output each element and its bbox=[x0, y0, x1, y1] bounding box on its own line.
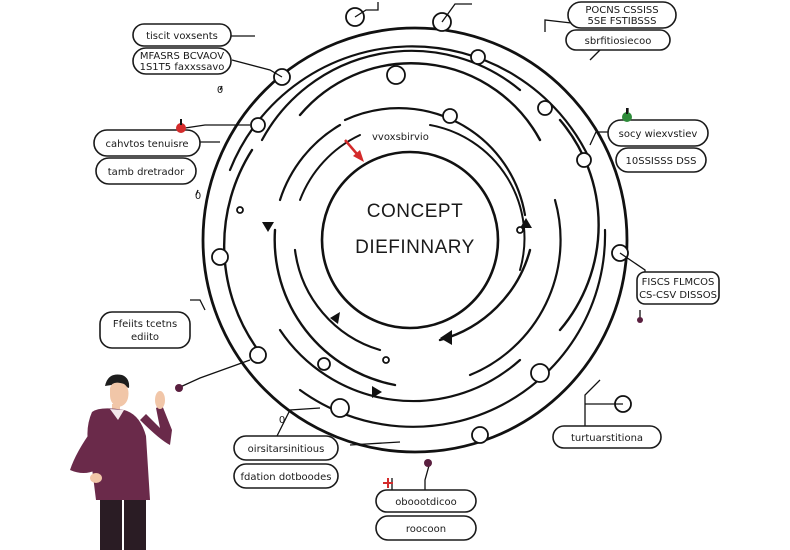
pill-tl1[interactable] bbox=[132, 23, 232, 47]
node[interactable] bbox=[317, 357, 331, 371]
ring-arc-13 bbox=[293, 248, 382, 352]
pill-label: tiscit voxsents bbox=[146, 31, 218, 42]
arrow-head bbox=[440, 330, 452, 345]
label-pills: tiscit voxsents MFASRS BCVAOV 1S1T5 faxx… bbox=[93, 1, 720, 541]
ring-arc-10 bbox=[278, 123, 342, 202]
pill-label: sbrfitiosiecoo bbox=[585, 36, 652, 47]
pill-label: roocoon bbox=[406, 524, 446, 535]
ring-arc-4 bbox=[260, 49, 522, 142]
node[interactable] bbox=[530, 363, 550, 383]
pill-tl2[interactable] bbox=[132, 47, 232, 75]
pill-l2[interactable] bbox=[95, 157, 197, 185]
arrow-label: vvoxsbirvio bbox=[372, 132, 429, 143]
concentric-rings bbox=[201, 26, 629, 454]
pill-label: ediito bbox=[131, 332, 159, 343]
node[interactable] bbox=[471, 426, 489, 444]
pill-r2[interactable] bbox=[615, 147, 707, 173]
pill-br1[interactable] bbox=[552, 425, 662, 449]
arrow-head bbox=[520, 218, 532, 228]
node bbox=[516, 226, 524, 234]
node[interactable] bbox=[576, 152, 592, 168]
node bbox=[382, 356, 390, 364]
ring-arc-7 bbox=[298, 62, 542, 142]
pill-label: oboootdicoo bbox=[395, 497, 457, 508]
ring-outer bbox=[201, 26, 629, 454]
concept-title-line2: DIEFINNARY bbox=[355, 237, 475, 258]
node[interactable] bbox=[330, 398, 350, 418]
ring-arc-9 bbox=[273, 228, 397, 387]
node[interactable] bbox=[442, 108, 458, 124]
pill-tr2[interactable] bbox=[565, 29, 671, 51]
ring-arc-2 bbox=[298, 228, 607, 428]
node[interactable] bbox=[211, 248, 229, 266]
pill-ml1[interactable] bbox=[99, 311, 191, 349]
pill-label: tamb dretrador bbox=[108, 167, 185, 178]
pill-label: 5SE FSTIBSSS bbox=[588, 16, 657, 27]
node[interactable] bbox=[537, 100, 553, 116]
node bbox=[236, 206, 244, 214]
node[interactable] bbox=[249, 346, 267, 364]
pill-label: oirsitarsinitious bbox=[248, 444, 325, 455]
pill-label: cahvtos tenuisre bbox=[105, 139, 188, 150]
red-cross-icon bbox=[383, 478, 393, 488]
pill-label: socy wiexvstiev bbox=[619, 129, 698, 140]
pill-tr1[interactable] bbox=[567, 1, 677, 29]
pill-label: 10SSISSS DSS bbox=[626, 156, 697, 167]
pill-r3[interactable] bbox=[636, 271, 720, 305]
small-mark: 0 bbox=[279, 415, 285, 426]
small-mark: 0 bbox=[195, 191, 201, 202]
pill-bl1[interactable] bbox=[233, 435, 339, 461]
ring-center bbox=[320, 150, 500, 330]
arrow-head bbox=[330, 312, 340, 324]
ring-arc-14 bbox=[299, 134, 361, 201]
pill-label: Ffeiits tcetns bbox=[113, 319, 177, 330]
concept-title-line1: CONCEPT bbox=[367, 201, 463, 222]
pill-l1[interactable] bbox=[93, 129, 201, 157]
small-mark: 0 bbox=[217, 85, 223, 96]
pill-label: turtuarstitiona bbox=[571, 433, 643, 444]
pill-r1[interactable] bbox=[607, 119, 709, 147]
node[interactable] bbox=[470, 49, 486, 65]
pill-label: POCNS CSSISS bbox=[585, 5, 658, 16]
pill-label: fdation dotboodes bbox=[240, 472, 331, 483]
green-pin-icon bbox=[622, 108, 632, 122]
arrow-head bbox=[262, 222, 274, 232]
thinking-person-icon bbox=[70, 374, 172, 550]
ring-arc-11 bbox=[343, 107, 527, 217]
node[interactable] bbox=[250, 117, 266, 133]
pill-label: MFASRS BCVAOV bbox=[140, 51, 224, 62]
ring-arc-12 bbox=[438, 248, 532, 342]
node[interactable] bbox=[386, 65, 406, 85]
pill-b2[interactable] bbox=[375, 515, 477, 541]
pill-b1[interactable] bbox=[375, 489, 477, 513]
pill-bl2[interactable] bbox=[233, 463, 339, 489]
red-arrow-icon bbox=[344, 139, 364, 162]
pill-label: FISCS FLMCOS bbox=[642, 277, 715, 288]
red-pin-icon bbox=[176, 119, 186, 133]
pill-label: 1S1T5 faxxssavo bbox=[140, 62, 225, 73]
ring-arc-3 bbox=[223, 148, 260, 352]
pill-label: CS-CSV DISSOS bbox=[639, 290, 717, 301]
ring-arrows bbox=[262, 218, 532, 398]
ring-arc-8 bbox=[468, 198, 562, 377]
ring-arc-5 bbox=[558, 118, 600, 332]
arrow-head bbox=[372, 386, 382, 398]
ring-arc-6 bbox=[278, 328, 522, 403]
ring-arc-15 bbox=[429, 124, 526, 271]
plum-dot-icon bbox=[175, 317, 643, 467]
